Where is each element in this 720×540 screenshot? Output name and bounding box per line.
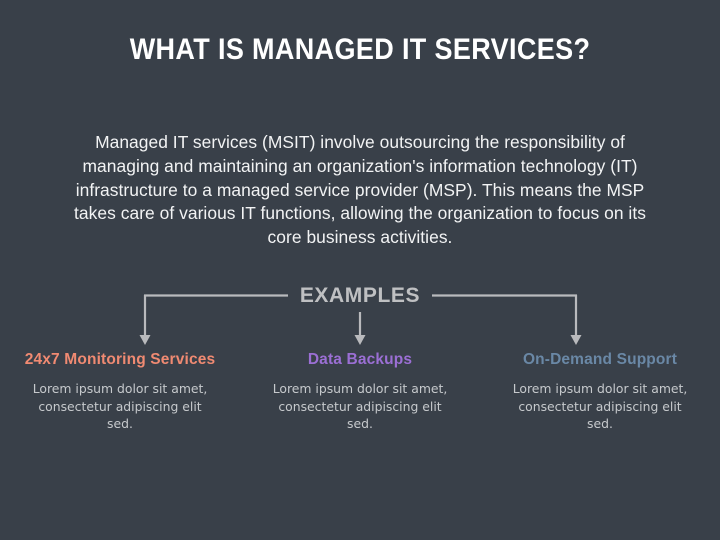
arrowhead-right-icon xyxy=(570,335,582,345)
example-column-monitoring: 24x7 Monitoring Services Lorem ipsum dol… xyxy=(0,350,240,433)
example-heading-monitoring: 24x7 Monitoring Services xyxy=(24,351,216,368)
examples-columns: 24x7 Monitoring Services Lorem ipsum dol… xyxy=(0,350,720,433)
example-body-support: Lorem ipsum dolor sit amet, consectetur … xyxy=(512,381,688,431)
example-heading-support: On-Demand Support xyxy=(522,351,678,368)
example-column-support: On-Demand Support Lorem ipsum dolor sit … xyxy=(480,350,720,433)
example-body-backups: Lorem ipsum dolor sit amet, consectetur … xyxy=(272,381,448,431)
examples-connector-diagram xyxy=(139,294,582,345)
page-title: WHAT IS MANAGED IT SERVICES? xyxy=(129,33,591,67)
arrowhead-left-icon xyxy=(139,335,151,345)
arrowhead-middle-icon xyxy=(354,335,366,345)
intro-paragraph: Managed IT services (MSIT) involve outso… xyxy=(74,132,646,247)
example-body-monitoring: Lorem ipsum dolor sit amet, consectetur … xyxy=(32,381,208,431)
example-heading-backups: Data Backups xyxy=(307,351,413,368)
example-column-backups: Data Backups Lorem ipsum dolor sit amet,… xyxy=(240,350,480,433)
